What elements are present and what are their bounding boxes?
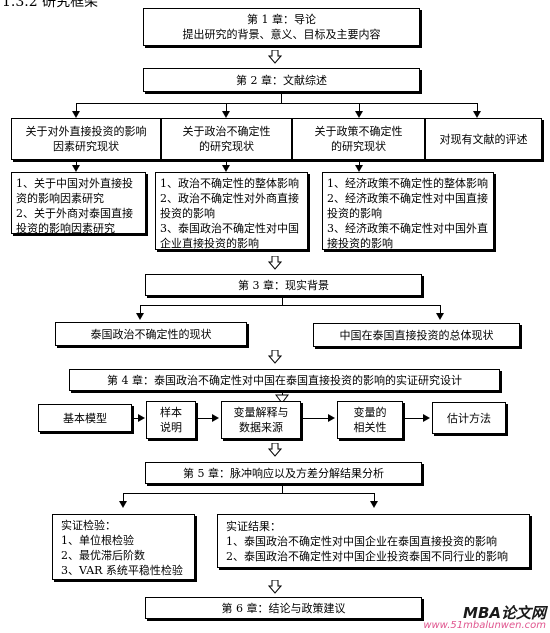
connector-line <box>140 305 141 315</box>
arrow-head <box>138 414 145 422</box>
connector-line <box>76 103 477 104</box>
connector-line <box>374 493 375 503</box>
chapter-3-title: 第 3 章：现实背景 <box>238 278 329 292</box>
connector-line <box>134 418 138 419</box>
step-basic-model: 基本模型 <box>38 404 132 432</box>
chapter-3-box: 第 3 章：现实背景 <box>145 274 422 296</box>
connector-line <box>76 160 77 167</box>
chapter-5-title: 第 5 章：脉冲响应以及方差分解结果分析 <box>183 466 384 480</box>
connector-line <box>440 305 441 315</box>
connector-line <box>477 103 478 113</box>
chapter-1-subtitle: 提出研究的背景、意义、目标及主要内容 <box>182 28 381 41</box>
chapter-4-title: 第 4 章：泰国政治不确定性对中国在泰国直接投资的影响的实证研究设计 <box>107 373 462 387</box>
watermark-url: www.51mbalunwen.com <box>423 620 546 631</box>
arrow-head <box>119 501 127 508</box>
arrow-head <box>355 165 363 172</box>
chapter-6-title: 第 6 章：结论与政策建议 <box>221 601 346 615</box>
arrow-head <box>370 501 378 508</box>
arrow-head <box>328 414 335 422</box>
arrow-head <box>72 111 80 118</box>
arrow-head <box>473 111 481 118</box>
hollow-down-arrow-icon <box>268 443 282 457</box>
step-variable-correlation: 变量的 相关性 <box>337 401 403 439</box>
connector-line <box>303 418 328 419</box>
step-label: 基本模型 <box>63 411 107 425</box>
chapter-4-box: 第 4 章：泰国政治不确定性对中国在泰国直接投资的影响的实证研究设计 <box>69 369 500 391</box>
arrow-head <box>222 111 230 118</box>
hollow-down-arrow-icon <box>268 256 282 270</box>
lit-head-political-uncertainty: 关于政治不确定性 的研究现状 <box>161 118 292 160</box>
connector-line <box>282 485 283 493</box>
arrow-head <box>136 313 144 320</box>
ch3-item-label: 中国在泰国直接投资的总体现状 <box>339 328 494 342</box>
connector-line <box>226 160 227 167</box>
connector-line <box>281 94 282 103</box>
chapter-1-box: 第 1 章：导论 提出研究的背景、意义、目标及主要内容 <box>143 8 420 46</box>
ch5-empirical-results: 实证结果： 1、泰国政治不确定性对中国企业在泰国直接投资的影响 2、泰国政治不确… <box>217 514 530 568</box>
hollow-down-arrow-icon <box>268 580 282 594</box>
chapter-5-box: 第 5 章：脉冲响应以及方差分解结果分析 <box>145 462 422 484</box>
step-label: 估计方法 <box>447 411 491 425</box>
lit-head-review: 对现有文献的评述 <box>425 118 542 160</box>
ch3-thailand-political-status: 泰国政治不确定性的现状 <box>55 322 247 346</box>
step-sample-description: 样本 说明 <box>146 401 196 439</box>
chapter-1-title: 第 1 章：导论 <box>247 13 316 26</box>
chapter-6-box: 第 6 章：结论与政策建议 <box>145 597 422 619</box>
step-estimation-method: 估计方法 <box>432 402 506 434</box>
connector-line <box>123 493 374 494</box>
arrow-head <box>436 313 444 320</box>
step-variable-data-source: 变量解释与 数据来源 <box>221 401 301 439</box>
arrow-head <box>212 414 219 422</box>
connector-line <box>76 103 77 113</box>
ch5-empirical-tests: 实证检验： 1、单位根检验 2、最优滞后阶数 3、VAR 系统平稳性检验 <box>52 514 195 580</box>
chapter-2-box: 第 2 章：文献综述 <box>143 68 420 92</box>
connector-line <box>226 103 227 113</box>
watermark-logo: MBA论文网 <box>463 604 546 622</box>
arrow-head <box>355 111 363 118</box>
connector-line <box>405 418 423 419</box>
hollow-down-arrow-icon <box>268 50 282 64</box>
lit-detail-fdi-factors: 1、关于中国对外直接投 资的影响因素研究 2、关于外商对泰国直接 投资的影响因素… <box>11 172 146 235</box>
ch3-item-label: 泰国政治不确定性的现状 <box>90 327 212 341</box>
lit-detail-policy-uncertainty: 1、经济政策不确定性的整体影响 2、经济政策不确定性对中国直接 投资的影响 3、… <box>322 172 494 250</box>
connector-line <box>140 305 440 306</box>
arrow-head <box>423 414 430 422</box>
lit-head-policy-uncertainty: 关于政策不确定性 的研究现状 <box>292 118 425 160</box>
hollow-down-arrow-icon <box>275 394 289 404</box>
hollow-down-arrow-icon <box>268 350 282 364</box>
chapter-2-title: 第 2 章：文献综述 <box>236 73 327 87</box>
ch3-china-fdi-status: 中国在泰国直接投资的总体现状 <box>313 323 520 347</box>
connector-line <box>198 418 212 419</box>
connector-line <box>359 160 360 167</box>
connector-line <box>282 297 283 305</box>
connector-line <box>359 103 360 113</box>
arrow-head <box>222 165 230 172</box>
lit-head-fdi-factors: 关于对外直接投资的影响 因素研究现状 <box>11 118 161 160</box>
section-heading-fragment: 1.3.2 研究框架 <box>2 0 99 10</box>
connector-line <box>123 493 124 503</box>
arrow-head <box>72 165 80 172</box>
lit-detail-political-uncertainty: 1、政治不确定性的整体影响 2、政治不确定性对外商直接 投资的影响 3、泰国政治… <box>155 172 308 250</box>
